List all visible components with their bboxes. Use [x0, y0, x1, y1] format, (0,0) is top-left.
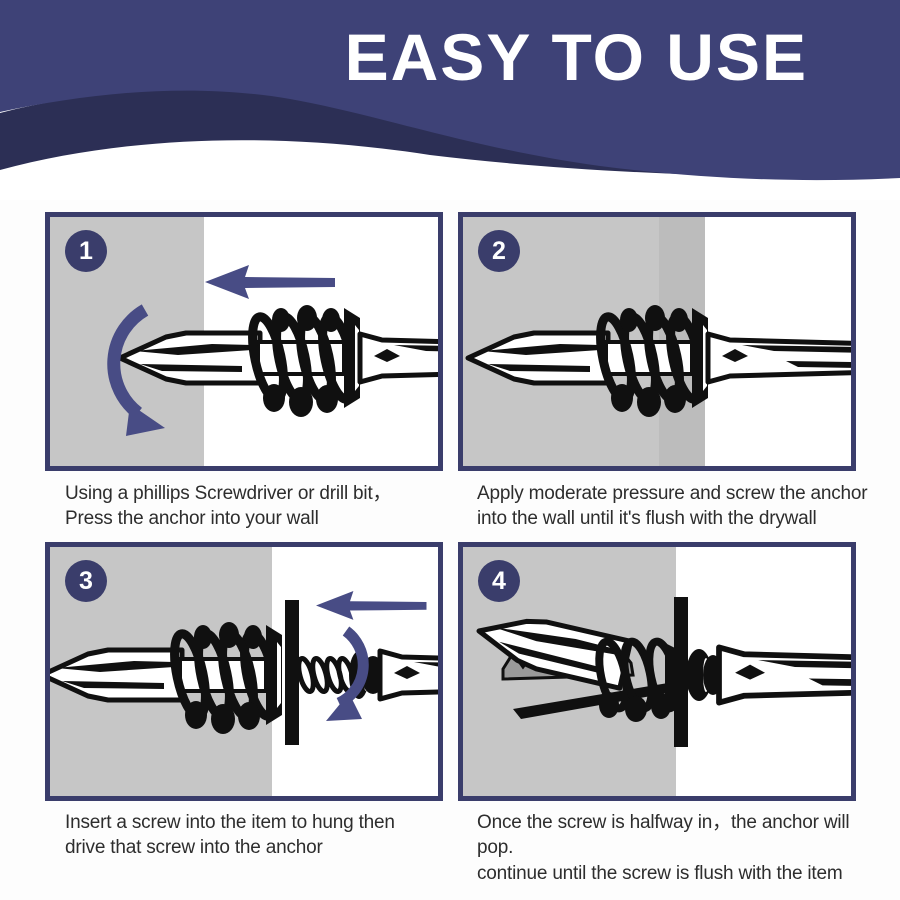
step-4-panel: 4: [458, 542, 856, 801]
step-2-illustration: [463, 217, 851, 466]
item-bar: [285, 600, 299, 745]
header-wave-graphic: [0, 0, 900, 200]
step-1-panel: 1: [45, 212, 443, 471]
header-banner: EASY TO USE: [0, 0, 900, 200]
step-number-badge: 1: [65, 230, 107, 272]
rotate-arrow-icon: [107, 304, 165, 436]
step-2-panel: 2: [458, 212, 856, 471]
page-title: EASY TO USE: [344, 20, 808, 94]
push-arrow-icon: [316, 591, 427, 620]
step-4-illustration: [463, 547, 851, 796]
step-number-badge: 4: [478, 560, 520, 602]
screw-illustration: [686, 647, 851, 702]
popped-anchor-illustration: [476, 618, 681, 722]
push-arrow-icon: [205, 265, 335, 299]
rotate-arrow-icon: [326, 626, 369, 721]
step-3-panel: 3: [45, 542, 443, 801]
step-3-illustration: [50, 547, 438, 796]
step-1-caption: Using a phillips Screwdriver or drill bi…: [65, 483, 392, 530]
step-4-caption: Once the screw is halfway in，the anchor …: [477, 812, 850, 884]
step-number-badge: 2: [478, 230, 520, 272]
step-3-caption: Insert a screw into the item to hung the…: [65, 812, 395, 859]
item-bar: [674, 597, 688, 747]
wave-navy-shape: [0, 0, 900, 181]
step-2-caption: Apply moderate pressure and screw the an…: [477, 483, 868, 530]
step-1-illustration: [50, 217, 438, 466]
wave-white-shape: [0, 140, 900, 200]
step-number-badge: 3: [65, 560, 107, 602]
